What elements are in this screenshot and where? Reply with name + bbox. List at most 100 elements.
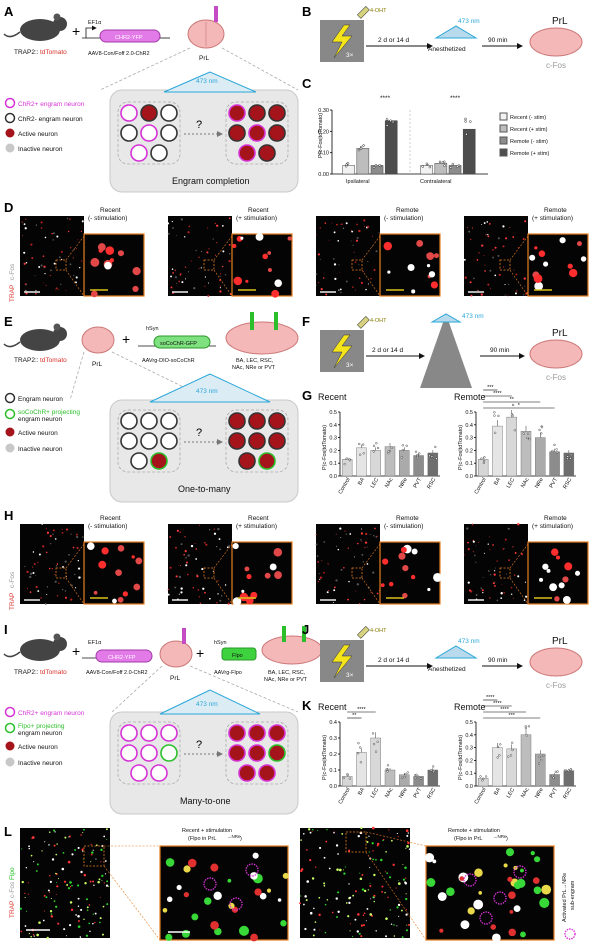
cell-dot <box>101 933 104 936</box>
data-point <box>346 162 350 165</box>
roi-box <box>499 259 511 271</box>
cell-dot <box>504 294 506 296</box>
panel-label-e: E <box>4 314 13 329</box>
cell-dot <box>28 932 30 935</box>
cell-dot <box>170 286 173 289</box>
panel-c: C P(c-Fos|tdTomato) 0.000.100.200.30 Ips… <box>302 76 549 185</box>
cell-dot <box>41 523 43 525</box>
cell-dot <box>369 913 373 916</box>
title-l-2: Remote + stimulation <box>448 828 500 834</box>
cell-dot <box>280 920 287 927</box>
cell-dot <box>486 221 489 223</box>
cell-dot <box>489 536 491 538</box>
data-point <box>416 456 419 459</box>
y-tick-label: 0.10 <box>318 151 329 157</box>
data-point <box>359 761 362 764</box>
cell-dot <box>40 597 42 599</box>
cell-dot <box>333 231 336 234</box>
cell-dot <box>316 555 319 557</box>
cell-dot <box>186 573 189 576</box>
cell-dot <box>371 842 374 845</box>
cell-dot <box>117 545 125 552</box>
cell-dot <box>179 274 181 276</box>
cell-dot <box>326 829 328 831</box>
cell-dot <box>496 560 498 562</box>
cell-dot <box>487 234 489 236</box>
data-point <box>362 144 365 147</box>
cell-dot <box>306 849 308 851</box>
bar <box>434 163 448 175</box>
cell-dot <box>46 593 48 596</box>
cell-dot <box>364 546 366 549</box>
cell-dot <box>402 564 409 572</box>
cell-dot <box>508 891 516 899</box>
y-tick-label: 0.5 <box>465 410 473 416</box>
cell-dot <box>513 905 521 913</box>
cell-dot <box>241 589 245 593</box>
cell-dot <box>342 869 344 871</box>
cell-dot <box>347 598 350 601</box>
cell-dot <box>416 240 424 247</box>
x-tick-label: NAc <box>384 477 395 489</box>
title-g-recent: Recent <box>318 392 347 402</box>
cell-dot <box>361 553 364 556</box>
light-triangle-e <box>149 373 271 403</box>
data-point <box>357 752 360 755</box>
cell-dot <box>33 563 36 565</box>
cell-dot <box>362 914 365 916</box>
y-tick-label: 0.2 <box>329 752 337 758</box>
data-point <box>551 449 554 453</box>
cell-dot <box>31 256 34 259</box>
cell-dot <box>397 836 399 838</box>
cell-dot <box>74 587 77 589</box>
data-point <box>359 453 362 456</box>
cell-dot <box>397 879 399 881</box>
lightning-icon <box>331 24 353 59</box>
cell-dot <box>209 529 211 531</box>
cell-dot <box>69 218 71 220</box>
cell-dot <box>167 588 169 591</box>
cell-dot <box>37 561 39 564</box>
data-point <box>566 455 569 458</box>
cell-dot <box>80 870 83 874</box>
cell-dot <box>78 266 81 269</box>
readout-b: c-Fos <box>546 61 566 70</box>
micrograph-bg <box>168 216 232 296</box>
cell-dot <box>426 878 436 887</box>
y-tick-label: 0.0 <box>465 784 473 790</box>
data-point <box>465 133 468 136</box>
cell-dot <box>406 834 409 837</box>
y-tick-label: 0.30 <box>318 108 329 114</box>
title-l-1: Recent + stimulation <box>182 828 232 834</box>
cell-dot <box>170 275 173 278</box>
cell-dot <box>489 597 491 599</box>
cell-dot <box>437 892 447 901</box>
caption-e: One-to-many <box>178 484 231 494</box>
cell-dot <box>174 546 177 549</box>
title-k-recent: Recent <box>318 702 347 712</box>
bar <box>370 165 384 175</box>
cell-dot <box>317 253 320 256</box>
light-b: 473 nm <box>458 18 480 25</box>
cell-dot <box>309 911 313 915</box>
brain-icon-j <box>529 647 583 677</box>
cell-dot <box>344 866 346 868</box>
data-point <box>496 745 500 748</box>
cell-dot <box>472 540 475 543</box>
cell-dot <box>355 239 359 242</box>
readout-f: c-Fos <box>546 373 566 382</box>
cell-dot <box>355 590 357 592</box>
data-point <box>528 438 531 441</box>
cell-dot <box>73 274 75 277</box>
cell-dot <box>317 282 320 284</box>
cell-dot <box>32 933 35 936</box>
cell-dot <box>77 897 80 900</box>
cell-dot <box>77 914 80 918</box>
cell-dot <box>366 563 369 565</box>
cell-dot <box>51 232 53 235</box>
cell-dot <box>202 587 205 590</box>
cell-dot <box>396 925 398 927</box>
data-point <box>443 164 446 167</box>
legend-c-4: Remote (+ stim) <box>510 151 549 157</box>
cell-dot <box>213 571 215 573</box>
